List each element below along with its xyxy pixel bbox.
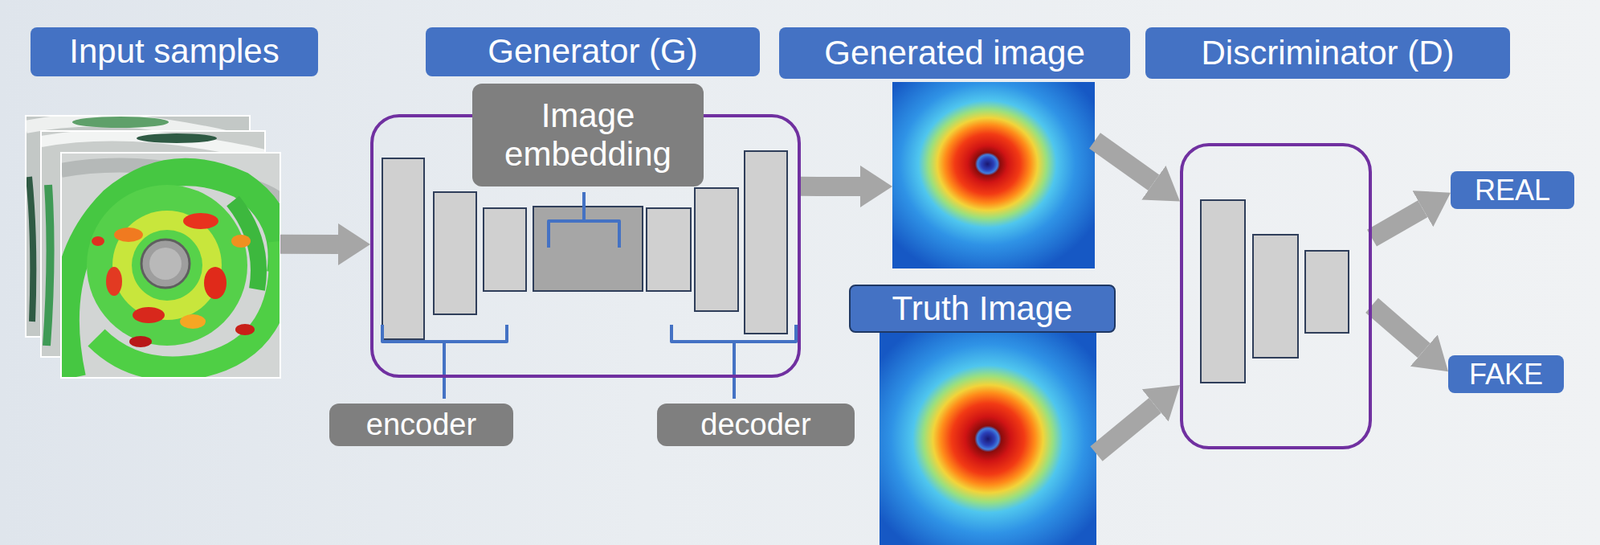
layer-bar xyxy=(1200,200,1245,383)
layer-bar xyxy=(433,191,477,315)
flow-arrow xyxy=(1371,208,1423,238)
heavy-rain xyxy=(106,266,123,296)
image-border xyxy=(61,152,281,378)
encoder-label: encoder xyxy=(329,403,514,446)
flow-arrow xyxy=(280,234,339,254)
box-text: Image embedding xyxy=(472,83,704,187)
heading-label: Input samples xyxy=(30,27,319,77)
truth-heatmap xyxy=(879,332,1097,545)
box-text: encoder xyxy=(329,403,514,446)
box-text: decoder xyxy=(657,403,855,446)
layer-bar xyxy=(1253,234,1298,358)
heavy-rain xyxy=(183,212,219,229)
embedding-box: Image embedding xyxy=(472,83,704,187)
hurricane-eye xyxy=(141,239,190,288)
rain-band xyxy=(86,184,248,346)
heavy-rain xyxy=(204,266,227,299)
heading-label: Generator (G) xyxy=(425,27,760,77)
rain-band xyxy=(65,171,281,378)
heading-label: Truth Image xyxy=(848,284,1116,333)
heavy-rain xyxy=(132,306,165,323)
embedding-bracket xyxy=(548,191,620,248)
heavy-rain xyxy=(235,323,255,335)
generated-heatmap xyxy=(892,81,1095,269)
layer-bar xyxy=(382,158,425,339)
layer-bar xyxy=(1305,250,1349,333)
layer-bar xyxy=(694,187,739,311)
box-text: FAKE xyxy=(1448,355,1564,393)
encoder-bracket xyxy=(382,324,507,399)
flow-arrow xyxy=(1094,140,1154,183)
brackets xyxy=(382,191,796,399)
heavy-rain xyxy=(231,234,251,248)
heavy-rain xyxy=(129,335,152,347)
cloud-streak xyxy=(28,176,33,322)
heading-label: Discriminator (D) xyxy=(1145,27,1511,79)
rain-band xyxy=(72,116,169,128)
eyewall xyxy=(131,229,203,301)
layer-bar xyxy=(646,208,691,291)
rain-band xyxy=(112,210,222,320)
layer-bar xyxy=(483,208,527,291)
heading-label: Generated image xyxy=(779,27,1131,79)
generator-block: Generator (G)Image embedding xyxy=(370,114,801,378)
input-panel: Input samples xyxy=(25,115,281,378)
decoder-bracket xyxy=(671,324,796,399)
output-fake: FAKE xyxy=(1448,355,1564,393)
flow-arrow xyxy=(800,176,861,196)
decoder-label: decoder xyxy=(657,403,855,446)
connectors xyxy=(280,140,1425,454)
generated-image-panel: Generated image xyxy=(892,81,1095,269)
discriminator-block: Discriminator (D) xyxy=(1179,142,1372,449)
heavy-rain xyxy=(91,236,105,246)
box-text: REAL xyxy=(1450,171,1575,209)
heavy-rain xyxy=(179,314,206,329)
heavy-rain xyxy=(114,227,143,242)
truth-image-panel: Truth Image xyxy=(879,332,1097,545)
layer-bar xyxy=(744,151,788,334)
rain-band xyxy=(46,184,51,346)
cloud-streak xyxy=(136,133,217,143)
embedding-bar xyxy=(533,206,643,291)
flow-arrow xyxy=(1371,305,1425,351)
hurricane-picture xyxy=(61,164,281,378)
discriminator-layers xyxy=(1200,200,1349,383)
flow-arrow xyxy=(1096,404,1156,454)
output-real: REAL xyxy=(1450,171,1575,209)
hurricane-eye xyxy=(149,247,182,280)
